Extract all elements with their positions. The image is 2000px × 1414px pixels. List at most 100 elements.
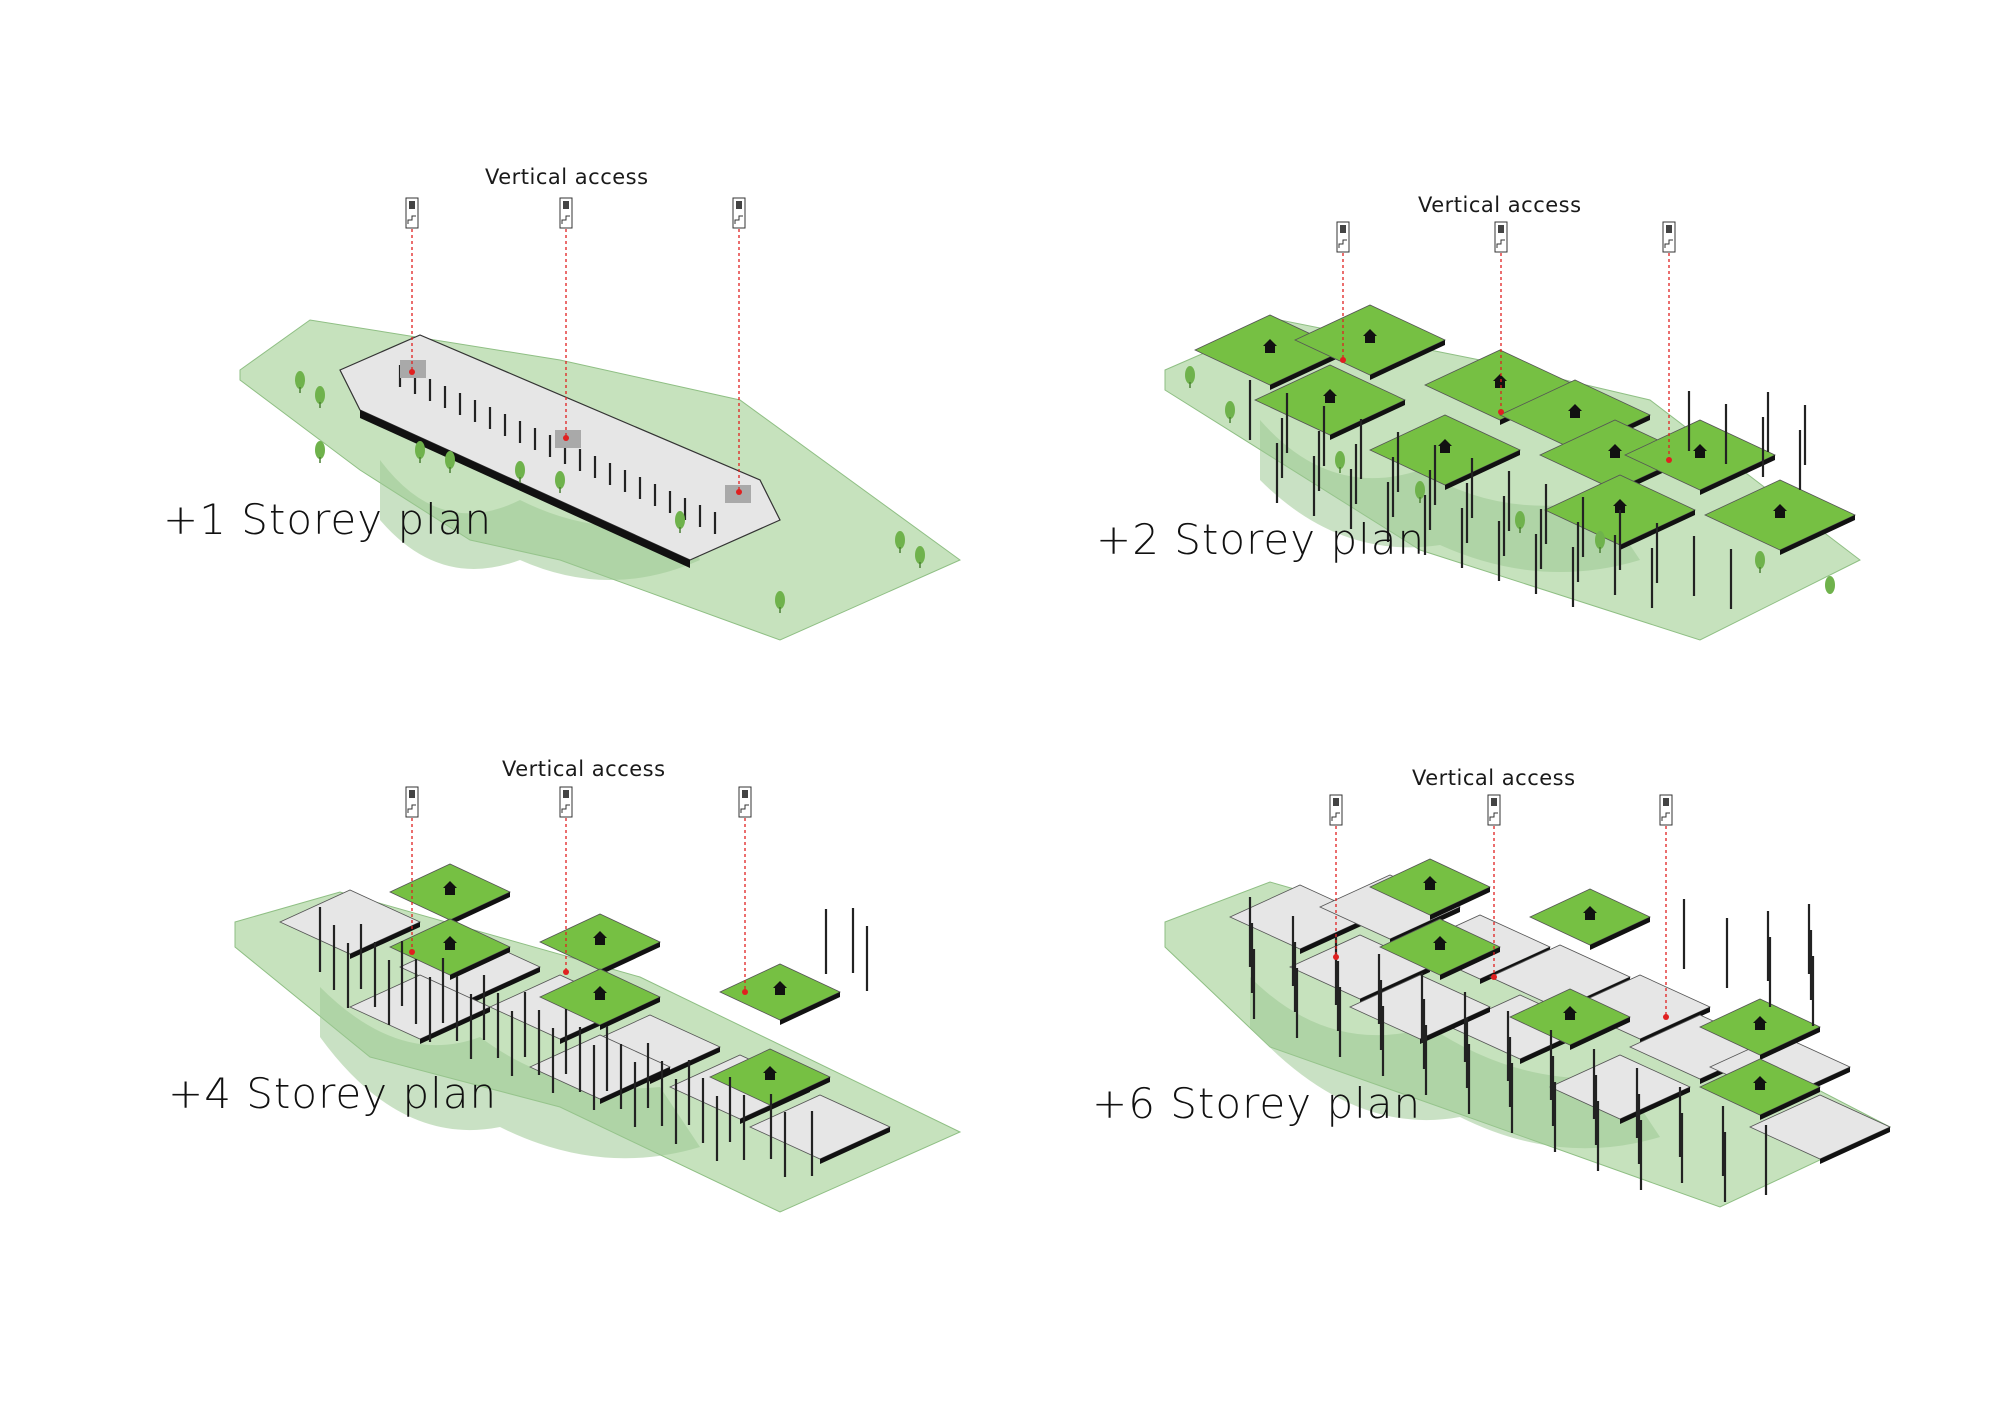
lift-icon (1333, 798, 1339, 806)
stair-icon (407, 215, 416, 224)
housing-module-edge (450, 892, 510, 925)
tree-icon (295, 371, 305, 389)
lift-icon (1663, 798, 1669, 806)
home-icon (443, 936, 457, 950)
home-icon (1493, 374, 1507, 388)
home-icon (1423, 876, 1437, 890)
plus1-storey-axonometric (239, 197, 961, 641)
tree-icon (675, 511, 685, 529)
access-node (1663, 1014, 1669, 1020)
tree-icon (775, 591, 785, 609)
tree-icon (915, 546, 925, 564)
housing-module-edge (1270, 350, 1345, 390)
housing-module-edge (600, 997, 660, 1030)
lift-icon (1340, 225, 1346, 233)
tree-icon (315, 441, 325, 459)
lift-icon (409, 201, 415, 209)
plus6-storey-axonometric (1164, 794, 1892, 1208)
access-node (1666, 457, 1672, 463)
home-icon (1433, 936, 1447, 950)
panel-plus6-storey: Vertical access +6 Storey plan (1000, 707, 2000, 1414)
vertical-access-title: Vertical access (1418, 193, 1582, 217)
home-icon (443, 881, 457, 895)
lift-icon (736, 201, 742, 209)
home-icon (1568, 404, 1582, 418)
housing-module-edge (1440, 947, 1500, 980)
stair-icon (740, 804, 749, 813)
home-icon (1753, 1016, 1767, 1030)
access-node (1340, 357, 1346, 363)
tree-icon (1515, 511, 1525, 529)
tree-icon (1825, 576, 1835, 594)
plan-label: +1 Storey plan (163, 495, 493, 544)
tree-icon (1225, 401, 1235, 419)
ground-shadow (320, 987, 700, 1159)
home-icon (593, 986, 607, 1000)
stair-icon (1331, 812, 1340, 821)
lift-icon (1666, 225, 1672, 233)
access-node (409, 949, 415, 955)
housing-module-edge (1780, 515, 1855, 555)
floor-slab-edge (1820, 1127, 1890, 1164)
vertical-access-title: Vertical access (485, 165, 649, 189)
access-node (409, 369, 415, 375)
floor-slab-edge (820, 1127, 890, 1164)
home-icon (1563, 1006, 1577, 1020)
stair-icon (1489, 812, 1498, 821)
tree-icon (895, 531, 905, 549)
housing-module-edge (1330, 400, 1405, 440)
housing-module-edge (780, 992, 840, 1025)
lift-icon (1498, 225, 1504, 233)
stair-icon (561, 804, 570, 813)
tree-icon (1755, 551, 1765, 569)
housing-module-edge (1430, 887, 1490, 920)
housing-module-edge (1570, 1017, 1630, 1050)
home-icon (1773, 504, 1787, 518)
housing-module-edge (1760, 1087, 1820, 1120)
tree-icon (1185, 366, 1195, 384)
tree-icon (445, 451, 455, 469)
tree-icon (415, 441, 425, 459)
housing-module-edge (450, 947, 510, 980)
tree-icon (515, 461, 525, 479)
ground-shadow (380, 460, 700, 580)
floor-slab-edge (350, 922, 420, 959)
tree-icon (1595, 531, 1605, 549)
access-node (1491, 974, 1497, 980)
stair-icon (561, 215, 570, 224)
lift-icon (563, 201, 569, 209)
lift-icon (409, 790, 415, 798)
lift-icon (1491, 798, 1497, 806)
floor-slab-edge (1420, 1007, 1490, 1044)
ground-shadow (1250, 977, 1660, 1149)
home-icon (1583, 906, 1597, 920)
home-icon (773, 981, 787, 995)
access-node (563, 435, 569, 441)
lift-icon (563, 790, 569, 798)
vertical-access-title: Vertical access (1412, 766, 1576, 790)
home-icon (1438, 439, 1452, 453)
floor-slab-edge (470, 967, 540, 1004)
home-icon (1263, 339, 1277, 353)
panel-plus2-storey: Vertical access +2 Storey plan (1000, 0, 2000, 707)
stair-icon (1496, 239, 1505, 248)
floor-slab-edge (420, 1007, 490, 1044)
tree-icon (315, 386, 325, 404)
podium-edge (360, 410, 690, 568)
housing-module-edge (1700, 455, 1775, 495)
housing-module-edge (770, 1077, 830, 1110)
plan-label: +2 Storey plan (1096, 515, 1426, 564)
home-icon (1693, 444, 1707, 458)
home-icon (1613, 499, 1627, 513)
vertical-access-title: Vertical access (502, 757, 666, 781)
access-node (1333, 954, 1339, 960)
home-icon (1608, 444, 1622, 458)
home-icon (1323, 389, 1337, 403)
access-node (1498, 409, 1504, 415)
stair-icon (1338, 239, 1347, 248)
plus4-storey-axonometric (234, 786, 962, 1213)
housing-module-edge (1590, 917, 1650, 950)
lift-icon (742, 790, 748, 798)
housing-module-edge (1445, 450, 1520, 490)
